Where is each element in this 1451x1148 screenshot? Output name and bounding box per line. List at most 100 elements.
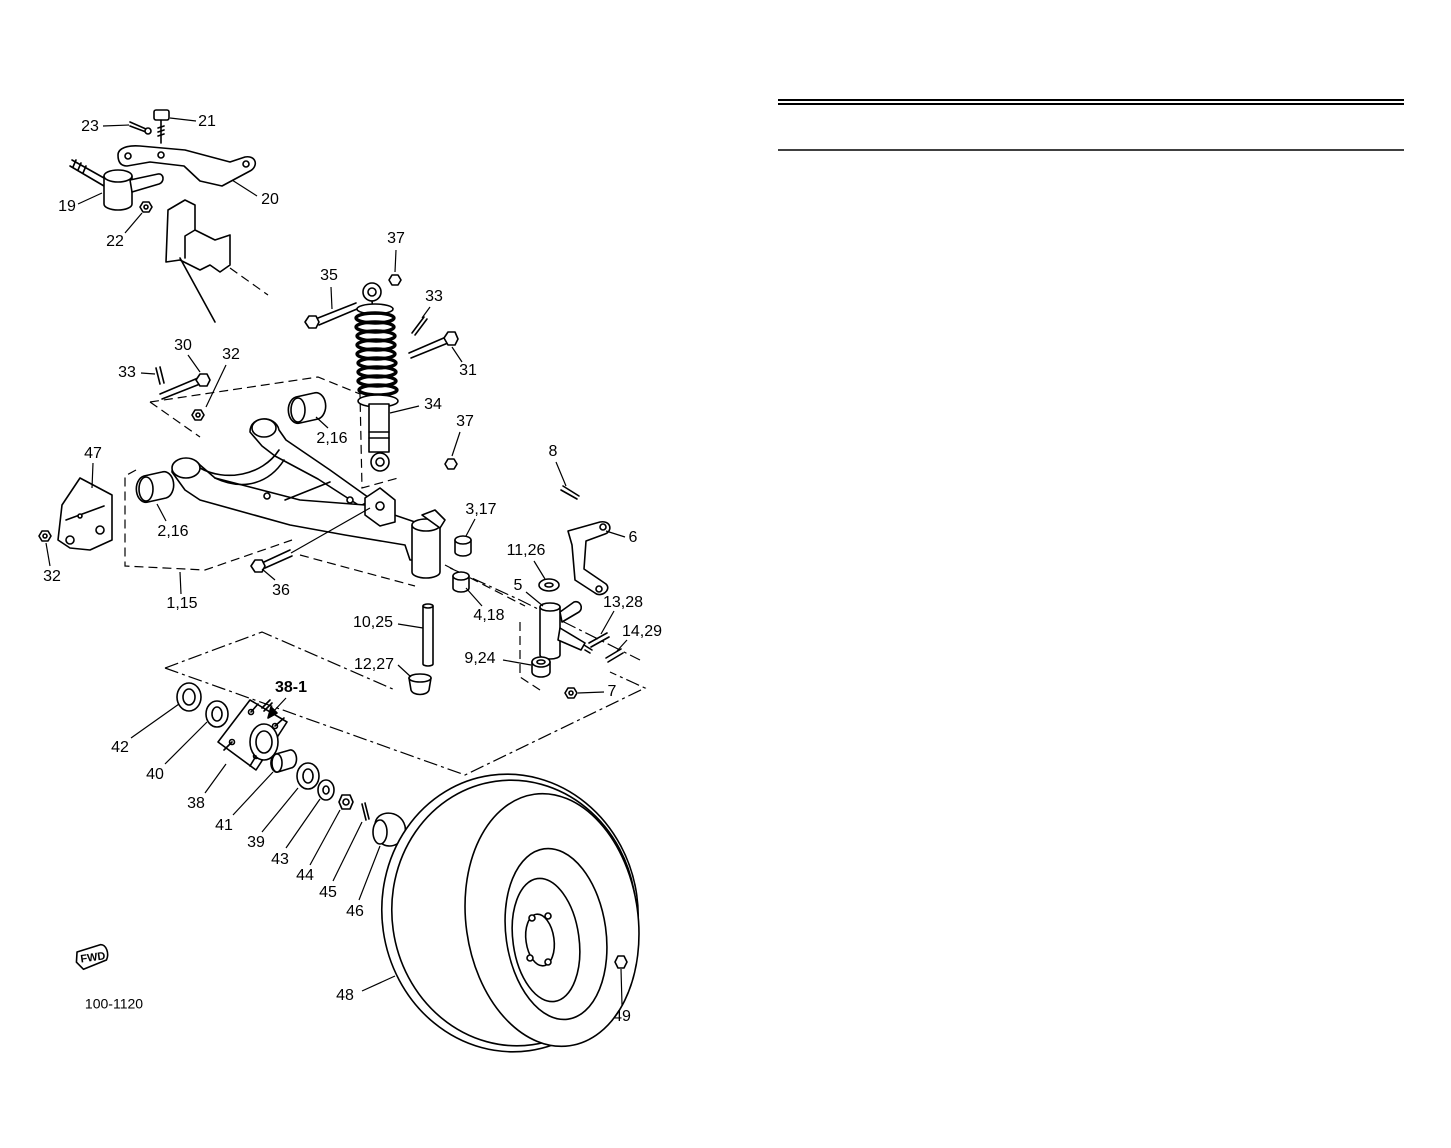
part-5-knuckle — [539, 600, 593, 660]
callout-10-25: 10,25 — [353, 614, 393, 631]
leader-5 — [525, 591, 544, 607]
leader-33-right — [421, 306, 431, 319]
callout-46: 46 — [346, 903, 364, 920]
wheel-group-boundary-top — [164, 631, 396, 691]
callout-14-29: 14,29 — [622, 623, 662, 640]
header-rules — [778, 99, 1404, 151]
wheel-group-boundary-top-right — [449, 567, 641, 661]
callout-33-left: 33 — [118, 364, 136, 381]
callout-8: 8 — [549, 443, 558, 460]
leader-30 — [187, 354, 201, 373]
part-13-28-pin — [588, 632, 610, 648]
callout-37-middle: 37 — [456, 413, 474, 430]
part-2-16-bushing-lower — [135, 470, 175, 504]
callout-32-left: 32 — [43, 568, 61, 585]
leader-1-15 — [179, 571, 182, 595]
part-47-bracket — [57, 477, 113, 551]
leader-37-upper — [394, 249, 397, 273]
leader-32-left — [45, 542, 51, 567]
part-7-nut — [564, 687, 578, 699]
part-21-bolt — [153, 109, 170, 144]
callout-13-28: 13,28 — [603, 594, 643, 611]
leader-9-24 — [502, 659, 532, 666]
part-46-dust-cap — [372, 812, 406, 847]
callout-1-15: 1,15 — [166, 595, 197, 612]
callout-21: 21 — [198, 113, 216, 130]
part-8-cotter-pin — [560, 485, 580, 500]
part-10-25-kingpin — [422, 603, 434, 667]
part-36-bolt — [250, 507, 371, 573]
part-32-nut-upper — [191, 409, 205, 421]
part-12-27-cap — [408, 673, 432, 696]
leader-49 — [620, 968, 623, 1006]
part-14-29-pin — [605, 648, 624, 663]
frame-mount-bracket — [165, 199, 269, 323]
leader-12-27 — [397, 664, 412, 678]
callout-7: 7 — [608, 683, 617, 700]
callout-20: 20 — [261, 191, 279, 208]
callout-5: 5 — [514, 577, 523, 594]
callout-39: 39 — [247, 834, 265, 851]
callout-45: 45 — [319, 884, 337, 901]
part-43-washer — [317, 779, 335, 801]
leader-31 — [451, 346, 463, 363]
direction-badge-text: FWD — [80, 950, 107, 965]
arm-group-boundary-left — [124, 469, 293, 571]
callout-19: 19 — [58, 198, 76, 215]
callout-33-right: 33 — [425, 288, 443, 305]
callout-31: 31 — [459, 362, 477, 379]
part-48-wheel-tire — [380, 773, 640, 1053]
wheel-group-boundary-bottom — [164, 667, 647, 776]
leader-22 — [124, 212, 143, 234]
part-32-nut-left — [38, 530, 52, 542]
leader-35 — [330, 286, 333, 310]
part-23-cotter-pin — [129, 121, 152, 135]
leader-32-upper — [205, 364, 227, 408]
leader-2-16-lower — [156, 503, 167, 522]
callout-37-upper: 37 — [387, 230, 405, 247]
callout-38: 38 — [187, 795, 205, 812]
arm-group-boundary-top — [149, 376, 399, 489]
callout-44: 44 — [296, 867, 314, 884]
callout-40: 40 — [146, 766, 164, 783]
part-19-spindle-knuckle — [69, 159, 164, 211]
part-9-24-seal — [531, 656, 551, 678]
part-33-cotter-pin-right — [411, 316, 428, 336]
part-30-bolt — [159, 373, 211, 400]
part-1-15-lower-arm — [171, 418, 446, 579]
part-4-18-bushing — [452, 571, 470, 593]
callout-49: 49 — [613, 1008, 631, 1025]
callout-34: 34 — [424, 396, 442, 413]
part-33-cotter-pin-left — [155, 366, 165, 385]
part-3-17-bushing — [454, 535, 472, 557]
leader-44 — [309, 809, 341, 866]
figure-code: 100-1120 — [85, 996, 143, 1012]
leader-20 — [231, 179, 258, 197]
leader-33-left — [140, 372, 156, 375]
callout-47: 47 — [84, 445, 102, 462]
leader-13-28 — [600, 610, 615, 635]
part-34-shock-absorber — [354, 282, 399, 472]
callout-38-1: 38-1 — [275, 679, 307, 696]
leader-41 — [232, 771, 274, 816]
part-39-bearing — [296, 762, 320, 790]
callout-2-16-upper: 2,16 — [316, 430, 347, 447]
leader-46 — [358, 845, 381, 901]
part-22-nut — [139, 201, 153, 213]
leader-11-26 — [533, 560, 546, 580]
leader-40 — [164, 721, 208, 765]
leader-38 — [204, 763, 227, 794]
part-45-cotter-pin — [361, 802, 370, 821]
arm-group-boundary-upper-left — [149, 401, 201, 438]
part-42-bearing — [176, 682, 202, 712]
callout-11-26: 11,26 — [507, 542, 546, 559]
arm-group-boundary-bottom — [299, 554, 416, 587]
part-37-nut-upper — [388, 274, 402, 286]
callout-42: 42 — [111, 739, 129, 756]
part-35-bolt — [304, 302, 358, 329]
part-49-valve-cap — [614, 955, 628, 969]
callout-32-upper: 32 — [222, 346, 240, 363]
leader-14-29 — [616, 639, 628, 652]
arrowhead-38-1 — [267, 706, 278, 719]
